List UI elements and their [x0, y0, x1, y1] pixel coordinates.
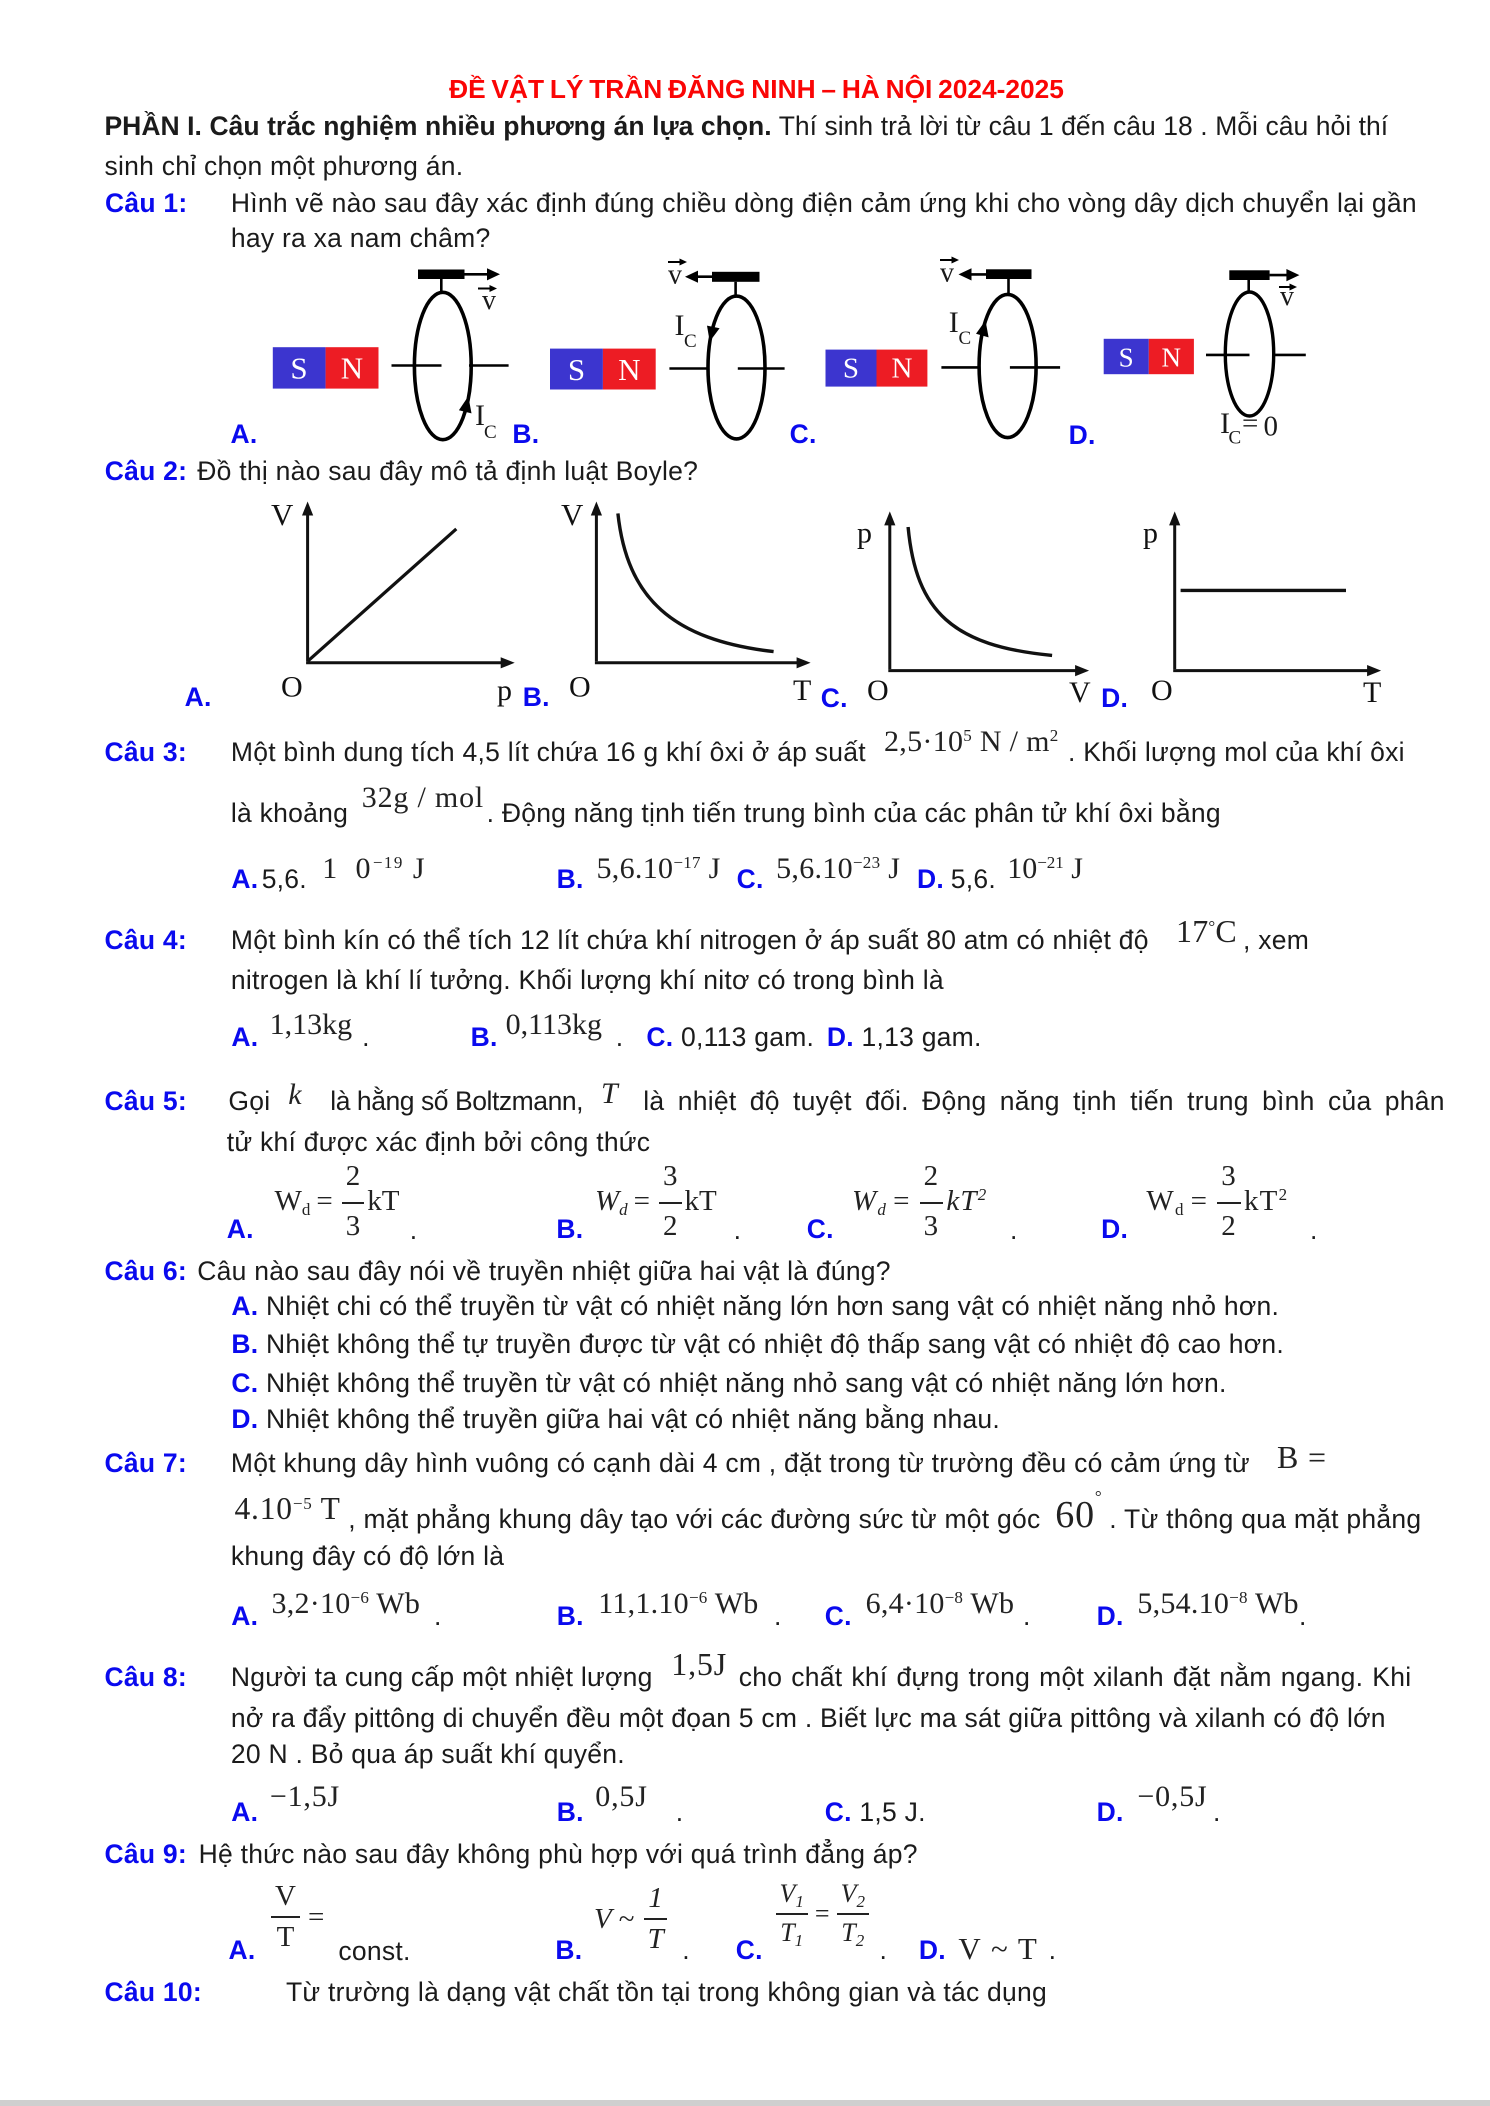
svg-text:v: v: [1280, 281, 1294, 312]
svg-text:S: S: [843, 353, 859, 385]
svg-text:=: =: [1242, 408, 1258, 440]
svg-text:C: C: [1229, 428, 1242, 449]
svg-text:v: v: [668, 260, 682, 291]
svg-text:O: O: [867, 674, 889, 707]
svg-text:O: O: [1151, 674, 1173, 707]
svg-text:C: C: [484, 422, 497, 443]
svg-text:N: N: [341, 351, 363, 386]
svg-text:I: I: [1220, 407, 1230, 440]
svg-text:v: v: [482, 285, 496, 316]
svg-text:p: p: [1143, 517, 1158, 550]
svg-text:V: V: [271, 497, 294, 532]
svg-text:O: O: [281, 670, 303, 703]
svg-text:C: C: [684, 331, 697, 352]
svg-text:N: N: [1162, 343, 1182, 373]
svg-text:S: S: [1119, 343, 1134, 373]
svg-text:S: S: [290, 351, 307, 386]
svg-text:T: T: [793, 674, 811, 707]
svg-text:S: S: [568, 352, 585, 387]
svg-text:v: v: [940, 258, 954, 289]
svg-text:C: C: [959, 328, 972, 349]
svg-text:I: I: [475, 399, 485, 432]
svg-text:I: I: [949, 306, 959, 339]
svg-text:0: 0: [1264, 411, 1279, 443]
svg-text:N: N: [892, 353, 913, 385]
svg-text:T: T: [1363, 676, 1381, 709]
svg-text:V: V: [1069, 676, 1091, 709]
svg-text:I: I: [675, 309, 685, 342]
svg-text:p: p: [857, 517, 872, 550]
svg-text:N: N: [618, 352, 640, 387]
svg-text:O: O: [569, 670, 591, 703]
svg-text:V: V: [561, 497, 584, 532]
svg-text:p: p: [497, 674, 512, 707]
